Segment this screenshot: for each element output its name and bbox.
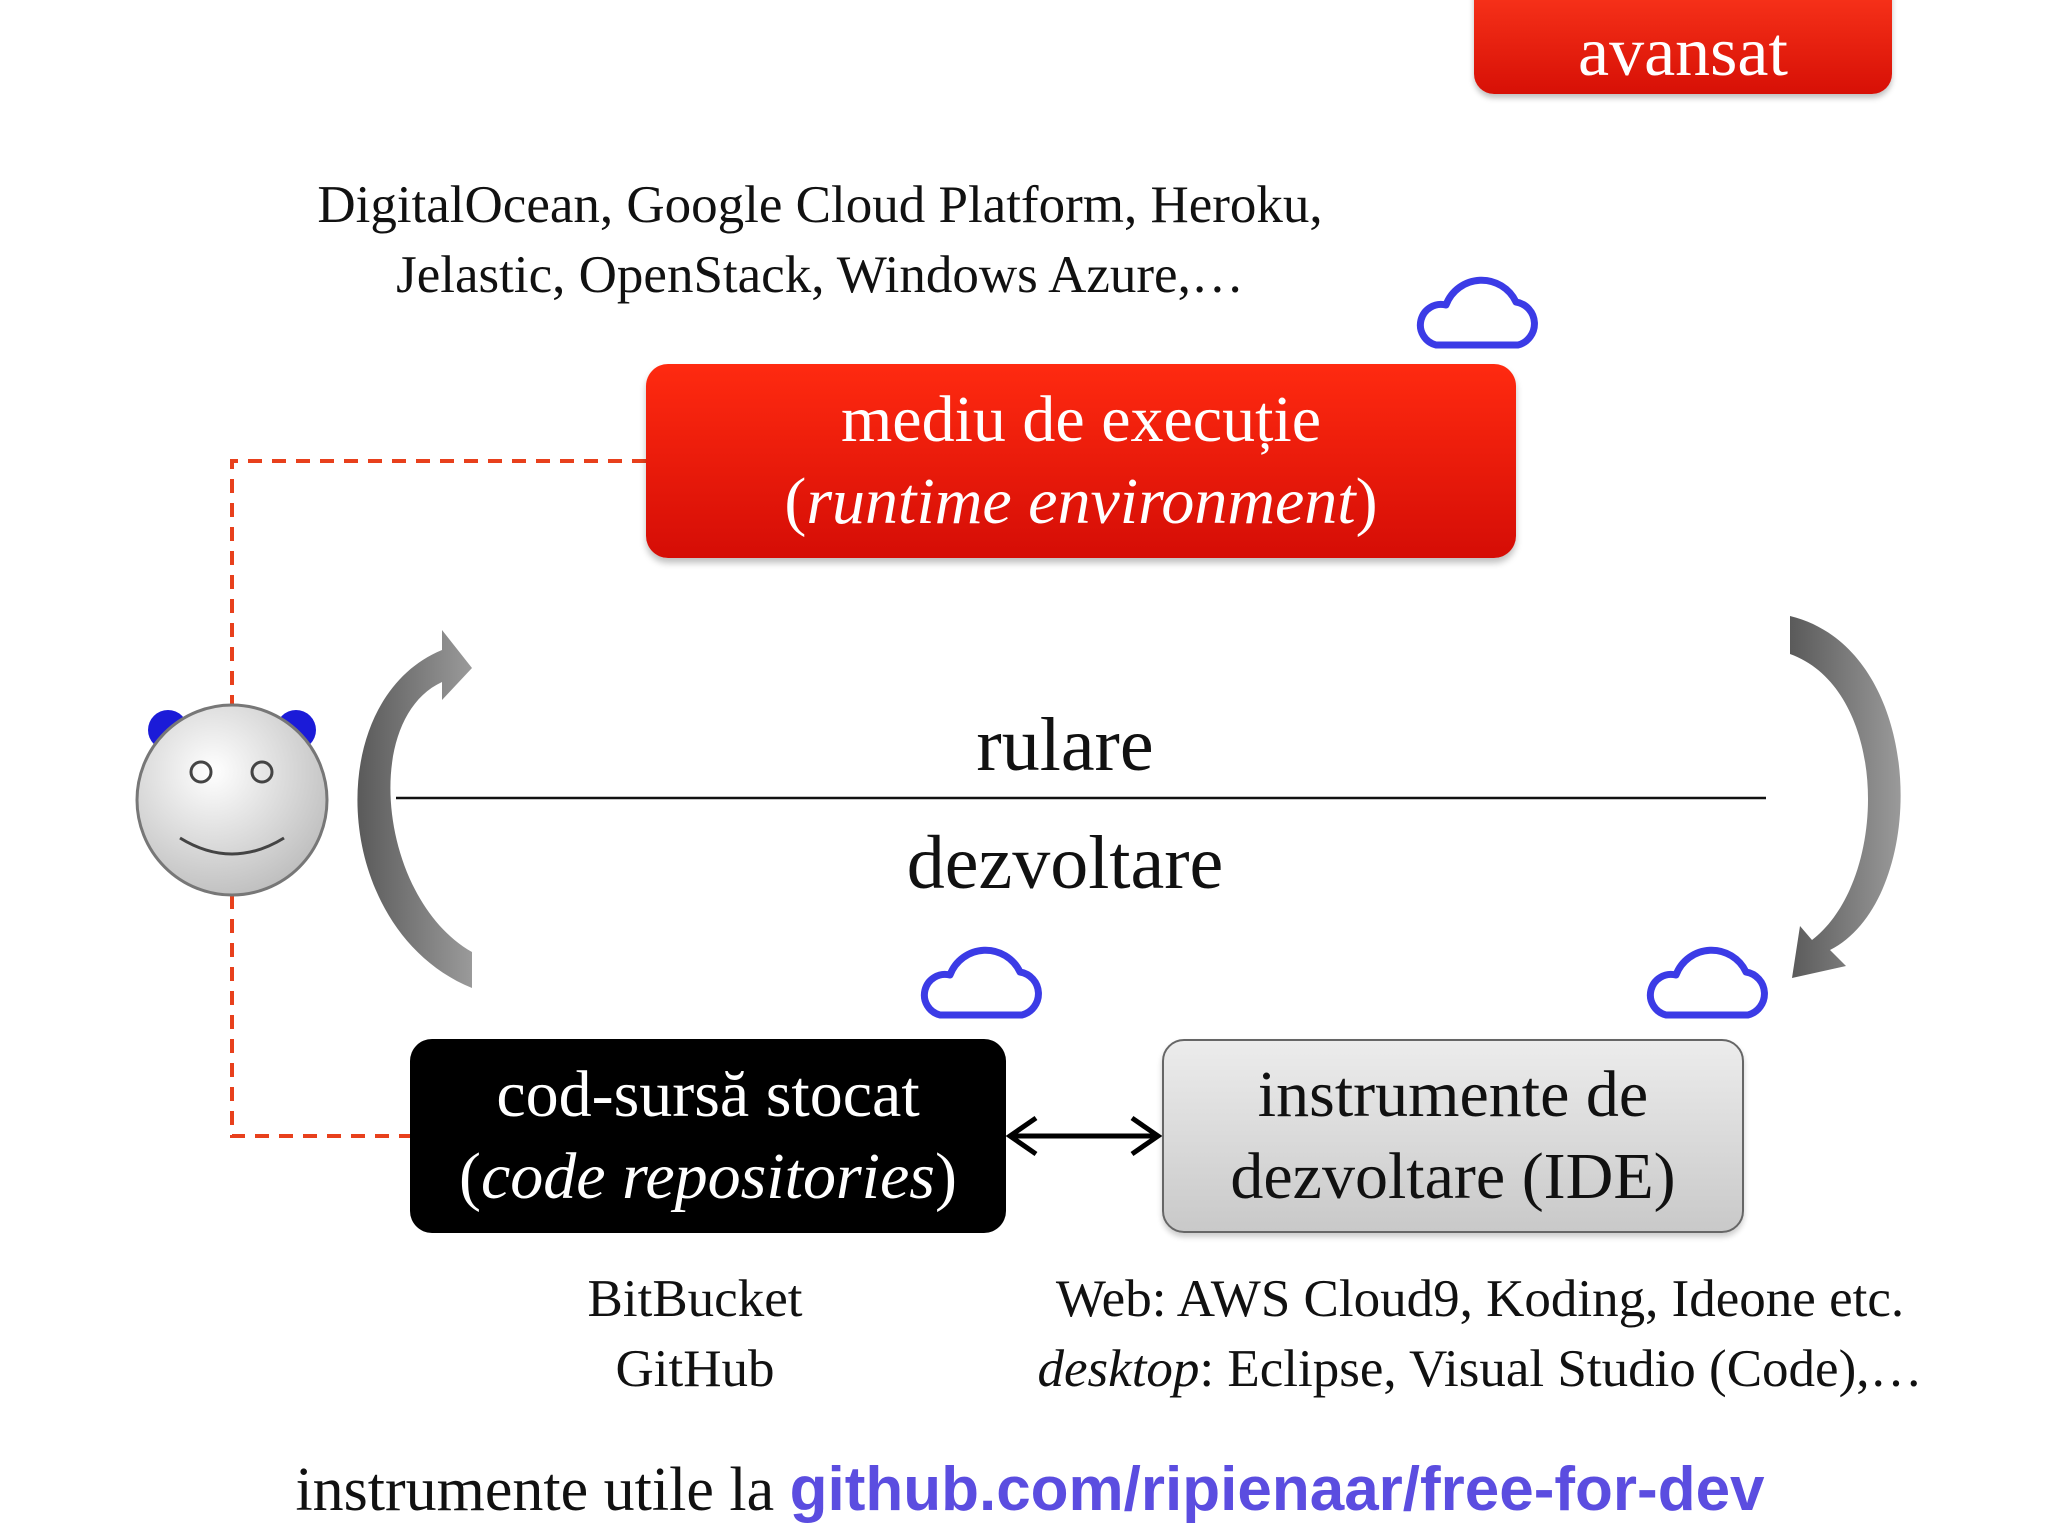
repo-examples: BitBucket GitHub bbox=[520, 1264, 870, 1404]
ide-title-line-1: instrumente de bbox=[1257, 1058, 1649, 1131]
ide-box: instrumente de dezvoltare (IDE) bbox=[1162, 1039, 1744, 1233]
cloud-icon bbox=[920, 946, 1042, 1019]
desktop-prefix: desktop bbox=[1037, 1340, 1200, 1398]
right-curved-arrow-icon bbox=[1790, 616, 1901, 978]
smiley-face-icon bbox=[135, 703, 329, 897]
footer-text: instrumente utile la bbox=[295, 1456, 790, 1524]
runtime-title: mediu de execuție bbox=[840, 383, 1322, 456]
open-paren: ( bbox=[459, 1140, 481, 1213]
left-curved-arrow-icon bbox=[357, 630, 472, 988]
ide-web-examples: Web: AWS Cloud9, Koding, Ideone etc. bbox=[1055, 1270, 1905, 1328]
desktop-rest: : Eclipse, Visual Studio (Code),… bbox=[1199, 1340, 1923, 1398]
ide-title-line-2: dezvoltare (IDE) bbox=[1230, 1140, 1676, 1213]
close-paren: ) bbox=[1355, 465, 1378, 538]
free-for-dev-link[interactable]: github.com/ripienaar/free-for-dev bbox=[789, 1455, 1765, 1524]
close-paren: ) bbox=[934, 1140, 957, 1213]
repo-example-item: BitBucket bbox=[587, 1270, 803, 1328]
level-badge-label: avansat bbox=[1578, 14, 1788, 91]
repo-title: cod-sursă stocat bbox=[496, 1058, 920, 1131]
providers-line-2: Jelastic, OpenStack, Windows Azure,… bbox=[396, 246, 1244, 304]
level-badge: avansat bbox=[1474, 0, 1892, 94]
ide-desktop-examples: desktop: Eclipse, Visual Studio (Code),… bbox=[930, 1334, 2030, 1404]
ide-examples: Web: AWS Cloud9, Koding, Ideone etc. des… bbox=[930, 1264, 2030, 1404]
cycle-bottom-label: dezvoltare bbox=[906, 821, 1224, 905]
providers-line-1: DigitalOcean, Google Cloud Platform, Her… bbox=[317, 176, 1323, 234]
repo-subtitle-line: (code repositories) bbox=[410, 1136, 1006, 1218]
runtime-providers: DigitalOcean, Google Cloud Platform, Her… bbox=[270, 170, 1370, 310]
repo-example-item: GitHub bbox=[615, 1340, 775, 1398]
double-arrow-icon bbox=[1005, 1115, 1163, 1157]
runtime-subtitle: runtime environment bbox=[806, 465, 1356, 538]
code-repositories-box: cod-sursă stocat (code repositories) bbox=[410, 1039, 1006, 1233]
repo-subtitle: code repositories bbox=[481, 1140, 935, 1213]
open-paren: ( bbox=[784, 465, 807, 538]
footer: instrumente utile la github.com/ripienaa… bbox=[200, 1445, 1860, 1535]
cycle-top-label: rulare bbox=[976, 703, 1154, 787]
cloud-icon bbox=[1416, 276, 1538, 349]
runtime-subtitle-line: (runtime environment) bbox=[646, 461, 1516, 543]
dashed-connector bbox=[230, 459, 646, 1138]
runtime-environment-box: mediu de execuție (runtime environment) bbox=[646, 364, 1516, 558]
cloud-icon bbox=[1646, 946, 1768, 1019]
